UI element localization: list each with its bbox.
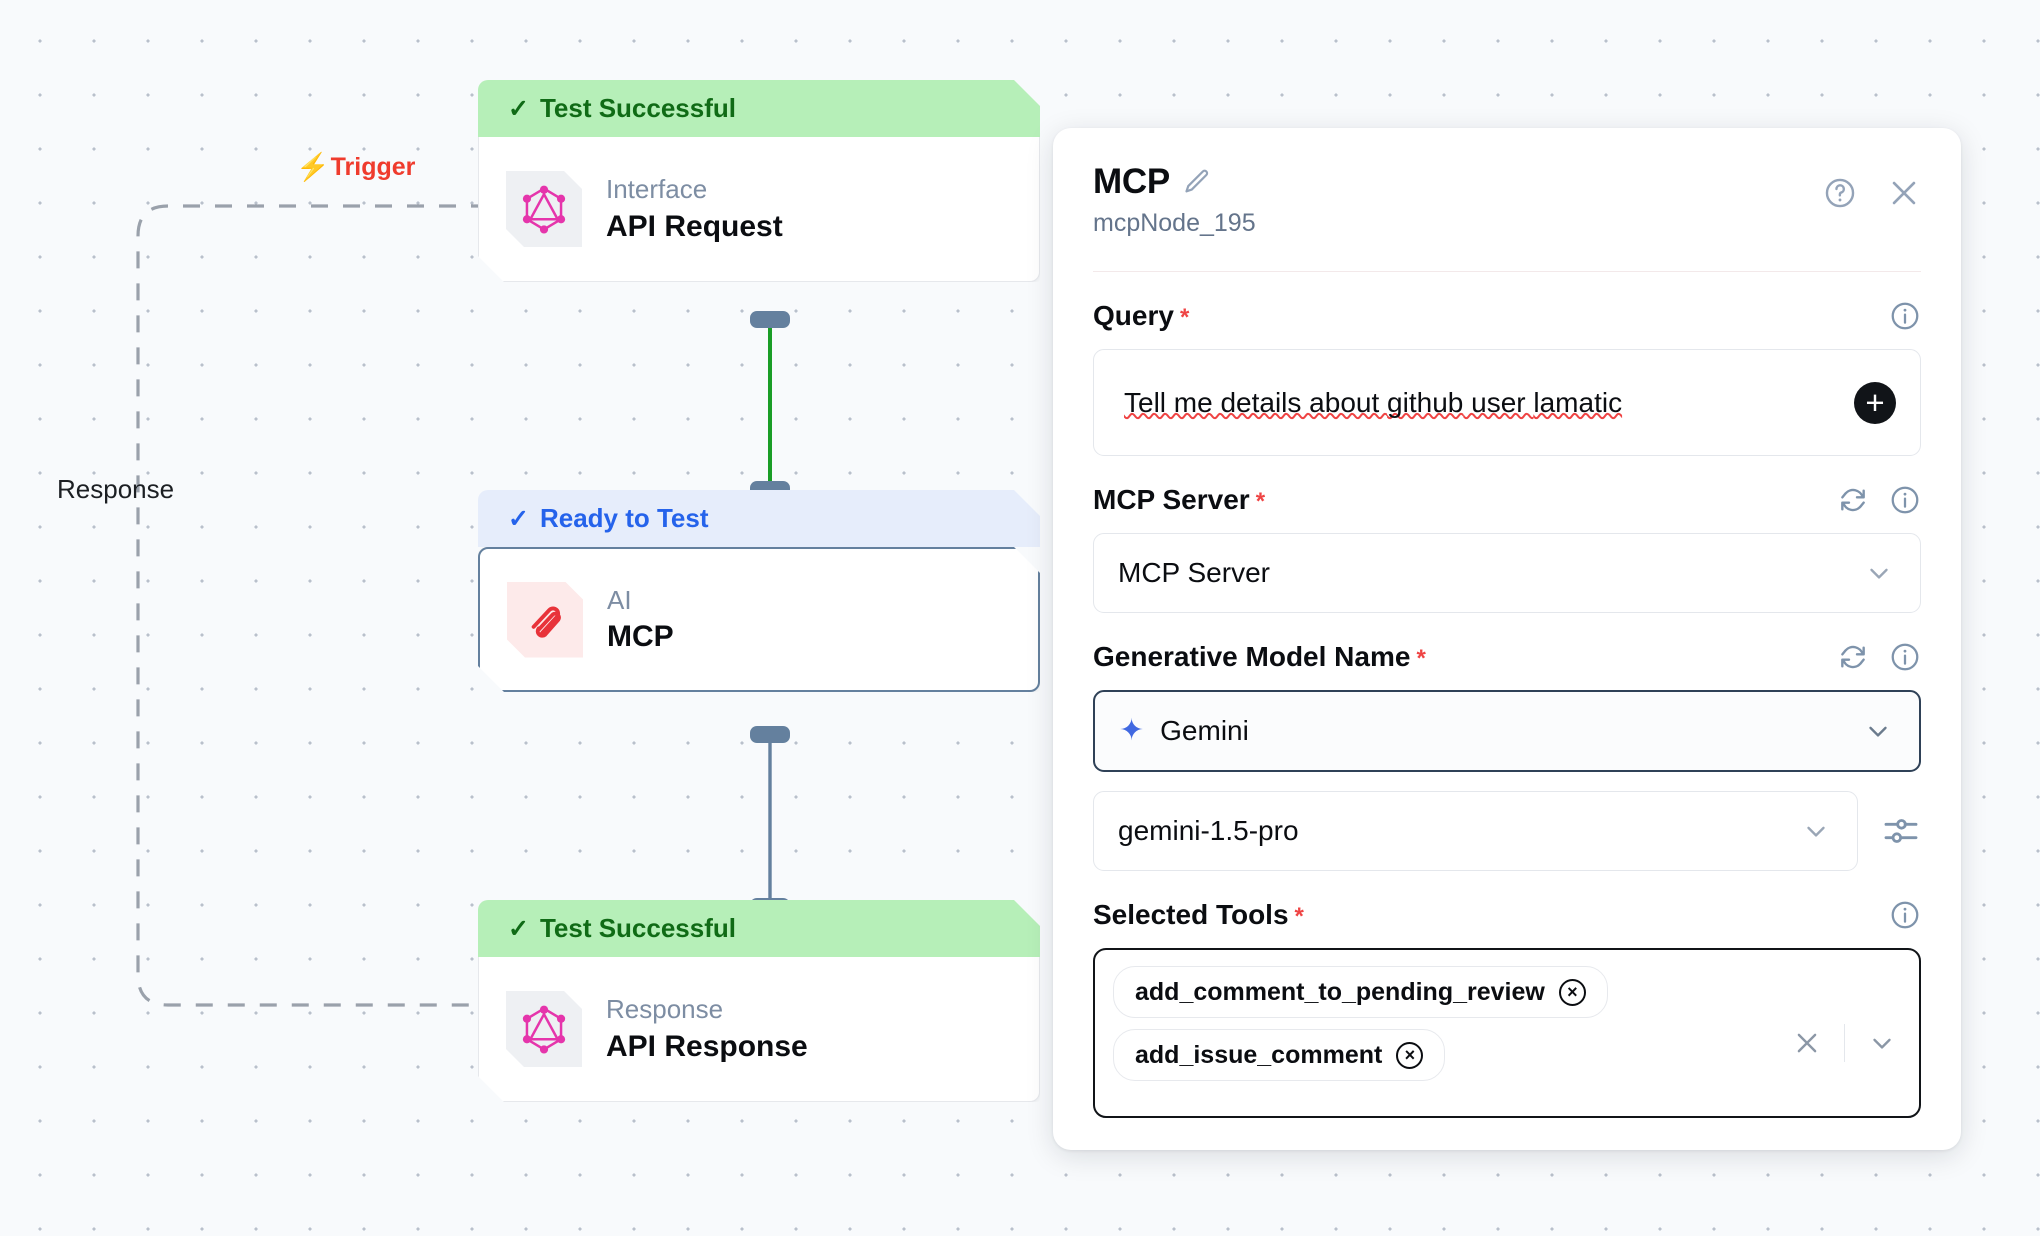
- chevron-down-icon: [1801, 816, 1831, 846]
- check-icon: ✓: [508, 504, 529, 533]
- query-value-mid: user: [1463, 386, 1534, 418]
- info-icon[interactable]: [1889, 484, 1921, 516]
- handle-source-mcp[interactable]: [750, 726, 790, 743]
- required-marker: *: [1255, 488, 1266, 515]
- graphql-icon: [506, 991, 582, 1067]
- node-api-response[interactable]: ✓ Test Successful: [478, 900, 1040, 1102]
- generative-model-label: Generative Model Name: [1093, 641, 1411, 672]
- chevron-down-icon[interactable]: [1867, 1028, 1897, 1058]
- node-title: API Response: [606, 1029, 808, 1063]
- node-text: AI MCP: [607, 584, 674, 656]
- sliders-icon[interactable]: [1881, 811, 1921, 851]
- tool-chip-label: add_comment_to_pending_review: [1135, 977, 1545, 1006]
- chevron-down-icon: [1864, 558, 1894, 588]
- mcp-server-select[interactable]: MCP Server: [1093, 533, 1921, 613]
- model-name-value: gemini-1.5-pro: [1118, 815, 1299, 846]
- response-edge-label: Response: [57, 474, 175, 504]
- required-marker: *: [1294, 903, 1304, 930]
- close-icon[interactable]: [1887, 176, 1921, 210]
- trigger-label-text: Trigger: [330, 153, 416, 181]
- node-text: Response API Response: [606, 993, 808, 1065]
- query-value-misspelled-1: github: [1387, 386, 1464, 418]
- node-text: Interface API Request: [606, 173, 783, 245]
- info-icon[interactable]: [1889, 899, 1921, 931]
- query-label: Query: [1093, 300, 1174, 331]
- node-body[interactable]: Response API Response: [478, 957, 1040, 1102]
- field-selected-tools: Selected Tools *: [1093, 899, 1921, 1118]
- node-status-text: Test Successful: [539, 93, 736, 123]
- node-title: API Request: [606, 209, 783, 243]
- chevron-down-icon: [1863, 716, 1893, 746]
- panel-header: MCP mcpNode_195: [1093, 162, 1921, 238]
- refresh-icon[interactable]: [1837, 484, 1869, 516]
- node-kind: Interface: [606, 174, 708, 204]
- node-kind: Response: [606, 994, 724, 1024]
- tool-chip[interactable]: add_comment_to_pending_review ×: [1113, 966, 1608, 1018]
- check-icon: ✓: [508, 914, 529, 943]
- clear-icon[interactable]: [1792, 1028, 1822, 1058]
- node-status-banner: ✓ Ready to Test: [478, 490, 1040, 547]
- handle-source-api-request[interactable]: [750, 311, 790, 328]
- mcp-server-label: MCP Server: [1093, 484, 1250, 515]
- remove-chip-icon[interactable]: ×: [1558, 978, 1586, 1006]
- node-status-banner: ✓ Test Successful: [478, 80, 1040, 137]
- query-value-prefix: Tell me details about: [1124, 386, 1388, 418]
- node-config-panel[interactable]: MCP mcpNode_195: [1053, 128, 1961, 1150]
- required-marker: *: [1416, 645, 1426, 672]
- refresh-icon[interactable]: [1837, 641, 1869, 673]
- tool-chip-label: add_issue_comment: [1135, 1040, 1383, 1069]
- mcp-server-value: MCP Server: [1118, 557, 1270, 588]
- query-input[interactable]: Tell me details about github user lamati…: [1093, 349, 1921, 456]
- panel-title: MCP: [1093, 162, 1170, 201]
- help-circle-icon[interactable]: [1823, 176, 1857, 210]
- bolt-icon: ⚡: [296, 152, 330, 182]
- model-provider-select[interactable]: ✦ Gemini: [1093, 690, 1921, 772]
- node-api-request[interactable]: ✓ Test Successful: [478, 80, 1040, 282]
- node-status-text: Test Successful: [539, 913, 736, 943]
- query-value-misspelled-2: lamatic: [1533, 386, 1623, 418]
- selected-tools-label: Selected Tools: [1093, 899, 1289, 930]
- check-icon: ✓: [508, 94, 529, 123]
- add-variable-button[interactable]: +: [1854, 381, 1896, 424]
- panel-subtitle: mcpNode_195: [1093, 209, 1256, 237]
- info-icon[interactable]: [1889, 300, 1921, 332]
- mcp-paperclip-icon: [507, 582, 583, 658]
- node-body[interactable]: AI MCP: [478, 547, 1040, 692]
- sparkle-icon: ✦: [1119, 714, 1145, 747]
- info-icon[interactable]: [1889, 641, 1921, 673]
- node-kind: AI: [607, 584, 632, 615]
- trigger-edge-label: ⚡ Trigger: [296, 153, 415, 182]
- panel-divider: [1093, 271, 1921, 272]
- field-generative-model: Generative Model Name *: [1093, 641, 1921, 871]
- node-status-banner: ✓ Test Successful: [478, 900, 1040, 957]
- pencil-icon[interactable]: [1183, 168, 1211, 196]
- graphql-icon: [506, 171, 582, 247]
- field-mcp-server: MCP Server *: [1093, 484, 1921, 613]
- query-value: Tell me details about github user lamati…: [1124, 387, 1622, 419]
- node-mcp[interactable]: ✓ Ready to Test AI MCP: [478, 490, 1040, 692]
- field-query: Query * Tell me deta: [1093, 300, 1921, 456]
- node-body[interactable]: Interface API Request: [478, 137, 1040, 282]
- model-name-select[interactable]: gemini-1.5-pro: [1093, 791, 1858, 871]
- selected-tools-multiselect[interactable]: add_comment_to_pending_review × add_issu…: [1093, 948, 1921, 1118]
- remove-chip-icon[interactable]: ×: [1396, 1041, 1424, 1069]
- divider: [1844, 1024, 1845, 1062]
- node-status-text: Ready to Test: [539, 503, 709, 533]
- node-title: MCP: [607, 620, 674, 653]
- required-marker: *: [1179, 304, 1190, 331]
- tool-chip[interactable]: add_issue_comment ×: [1113, 1029, 1446, 1081]
- model-provider-value: Gemini: [1160, 715, 1249, 746]
